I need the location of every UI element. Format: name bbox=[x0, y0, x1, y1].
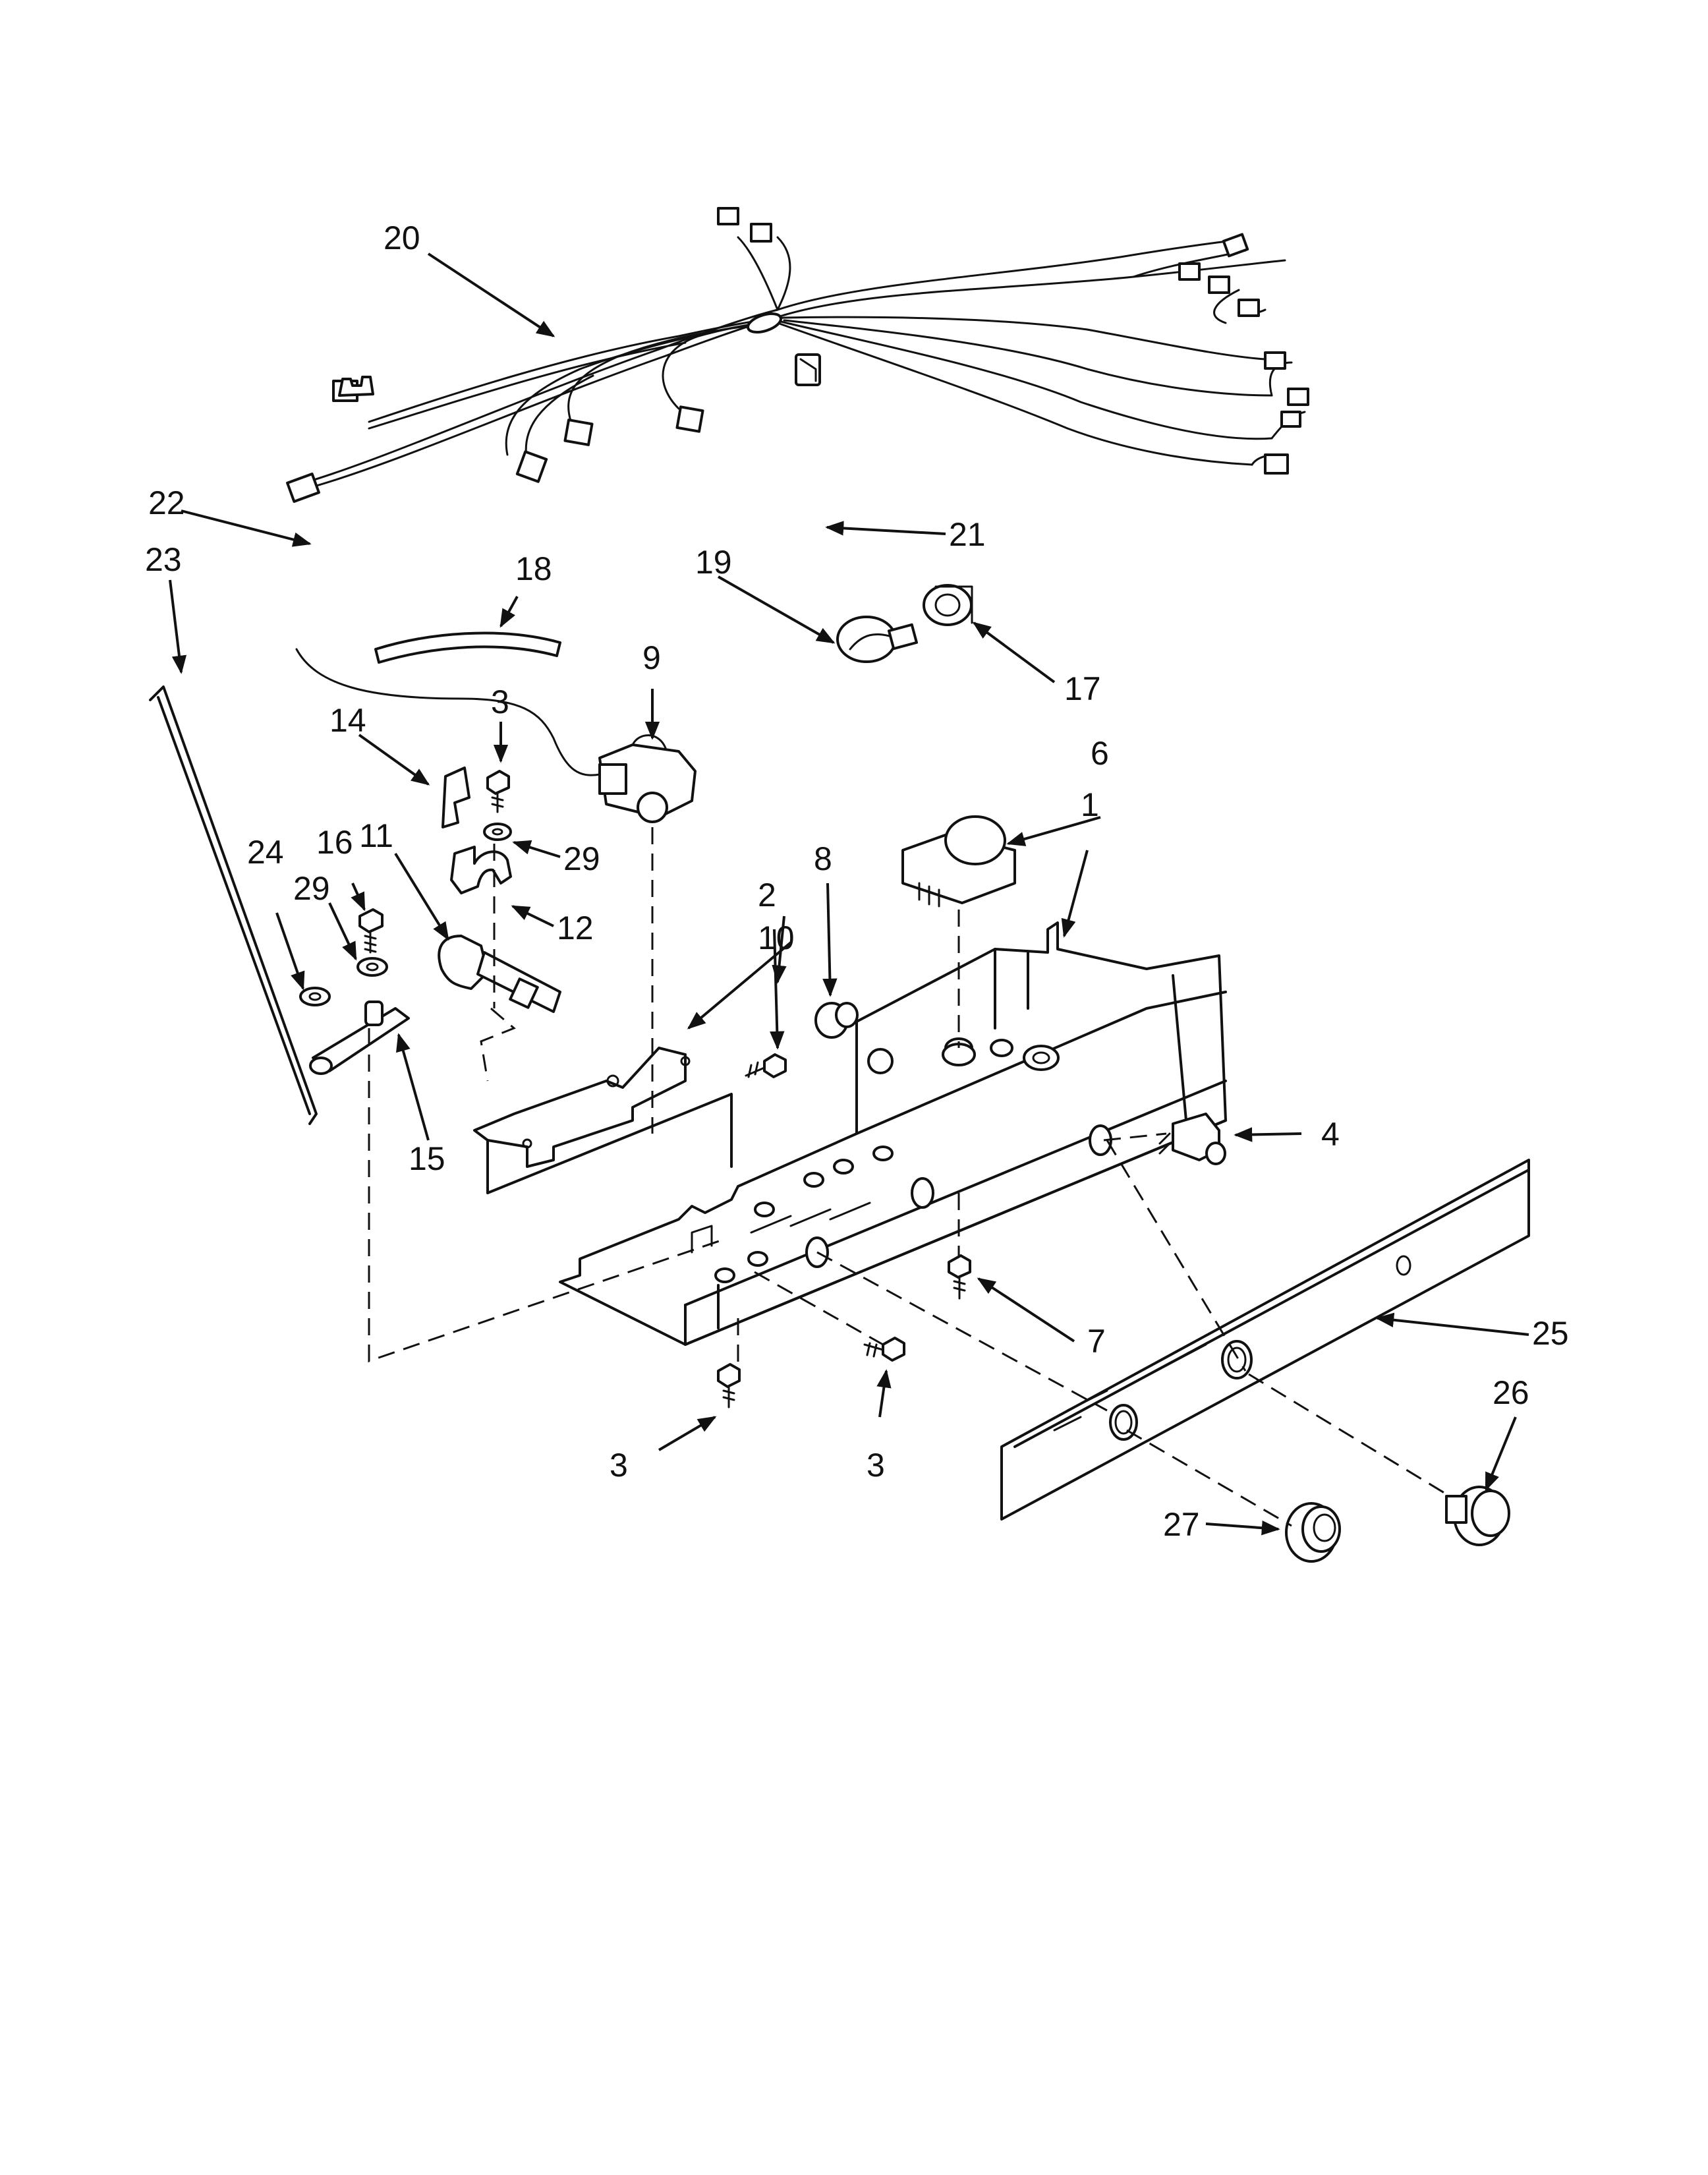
part-2-bracket bbox=[473, 1047, 733, 1194]
callout-3-lower-left: 3 bbox=[610, 1447, 628, 1484]
assembly-lines bbox=[368, 827, 1450, 1527]
callout-15: 15 bbox=[409, 1140, 445, 1177]
callout-8: 8 bbox=[814, 840, 832, 877]
part-24-washer bbox=[299, 987, 331, 1006]
part-27-knob bbox=[1285, 1502, 1341, 1563]
part-26-knob bbox=[1445, 1486, 1510, 1546]
callout-22: 22 bbox=[148, 484, 185, 521]
callout-24: 24 bbox=[247, 834, 284, 871]
part-17-socket bbox=[923, 584, 973, 626]
part-7-screw bbox=[948, 1254, 971, 1300]
part-15-lever bbox=[309, 1000, 410, 1075]
callout-7: 7 bbox=[1087, 1323, 1106, 1360]
part-8-grommet bbox=[814, 1002, 859, 1039]
part-3-screw-upper bbox=[483, 770, 512, 841]
part-11-shaft bbox=[438, 935, 561, 1013]
callout-14: 14 bbox=[329, 702, 366, 739]
callout-19: 19 bbox=[695, 544, 732, 581]
callout-arrows bbox=[169, 252, 1529, 1536]
callout-2: 2 bbox=[758, 877, 776, 914]
callout-1: 1 bbox=[1081, 786, 1099, 823]
part-16-screw bbox=[356, 908, 388, 977]
callout-29-lower: 29 bbox=[293, 870, 330, 907]
callout-labels: 20 22 23 18 21 19 17 9 3 14 29 12 11 16 … bbox=[145, 219, 1569, 1543]
callout-11: 11 bbox=[359, 817, 393, 854]
callout-16: 16 bbox=[316, 824, 353, 861]
callout-9: 9 bbox=[642, 639, 661, 676]
callout-12: 12 bbox=[557, 910, 594, 946]
wire-harness bbox=[286, 207, 1309, 503]
callout-6: 6 bbox=[1091, 735, 1109, 772]
part-12-bracket bbox=[450, 846, 512, 894]
callout-10: 10 bbox=[758, 919, 795, 956]
callout-3-upper: 3 bbox=[491, 683, 509, 720]
callout-27: 27 bbox=[1163, 1506, 1200, 1543]
part-23-rod bbox=[149, 685, 318, 1125]
callout-18: 18 bbox=[515, 550, 552, 587]
callout-20: 20 bbox=[384, 219, 420, 256]
part-3-screw-lower-left bbox=[717, 1363, 741, 1408]
callout-21: 21 bbox=[949, 516, 986, 553]
part-1-housing bbox=[559, 921, 1227, 1346]
callout-4: 4 bbox=[1321, 1116, 1340, 1153]
part-14-clip bbox=[441, 767, 470, 828]
part-21-socket bbox=[795, 353, 821, 386]
callout-26: 26 bbox=[1493, 1374, 1529, 1411]
part-3-screw-lower-right bbox=[863, 1337, 905, 1362]
part-25-panel bbox=[1000, 1159, 1530, 1521]
callout-3-lower-right: 3 bbox=[867, 1447, 885, 1484]
callout-25: 25 bbox=[1532, 1315, 1569, 1352]
part-4-switch bbox=[1158, 1113, 1226, 1165]
callout-17: 17 bbox=[1064, 670, 1101, 707]
part-22-clip bbox=[338, 376, 374, 397]
part-6-timer bbox=[901, 815, 1016, 908]
part-19-bulb bbox=[836, 616, 919, 663]
callout-23: 23 bbox=[145, 541, 182, 578]
callout-29-upper: 29 bbox=[563, 840, 600, 877]
part-9-control bbox=[295, 648, 697, 823]
part-10-screw bbox=[745, 1053, 787, 1078]
part-18-tube bbox=[374, 631, 561, 664]
